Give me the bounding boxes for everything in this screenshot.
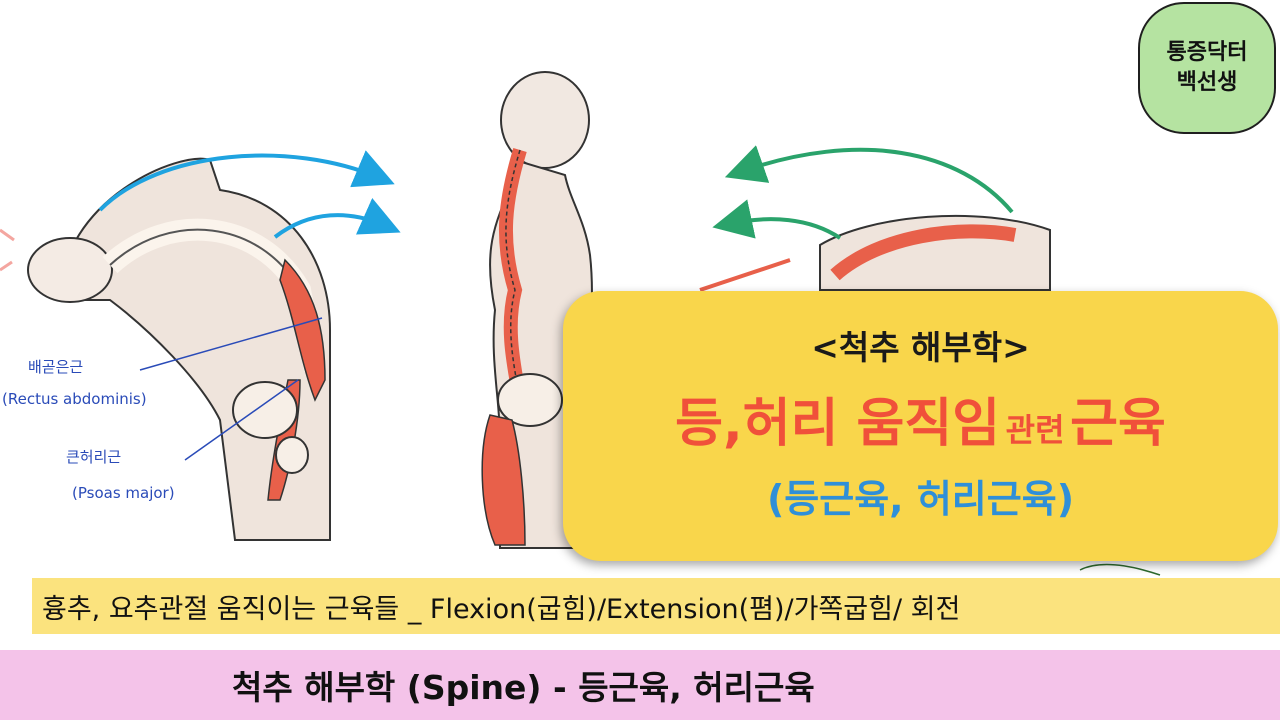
headline-main: 등,허리 움직임 <box>675 394 1001 454</box>
flexion-figure <box>0 150 401 541</box>
card-headline: 등,허리 움직임 관련 근육 <box>675 381 1166 456</box>
extension-arrow-icon <box>712 199 842 240</box>
neutral-figure <box>481 71 593 549</box>
badge-line-2: 백선생 <box>1176 70 1238 95</box>
headline-small: 관련 <box>1005 411 1065 449</box>
psoas-label-ko: 큰허리근 <box>66 448 122 466</box>
badge-line-1: 통증닥터 <box>1166 40 1248 66</box>
extension-arrow-icon <box>724 145 1014 214</box>
rectus-label-ko: 배곧은근 <box>28 358 84 376</box>
card-title: <척추 해부학> <box>811 328 1030 367</box>
psoas-label-en: (Psoas major) <box>72 484 175 502</box>
channel-badge: 통증닥터 백선생 <box>1138 2 1276 134</box>
card-subtitle: (등근육, 허리근육) <box>766 477 1075 521</box>
flexion-arrow-icon <box>98 150 395 212</box>
caption-text: 흉추, 요추관절 움직이는 근육들 _ Flexion(굽힘)/Extensio… <box>42 593 961 625</box>
caption-banner: 흉추, 요추관절 움직이는 근육들 _ Flexion(굽힘)/Extensio… <box>32 578 1280 634</box>
rectus-label-en: (Rectus abdominis) <box>2 390 147 408</box>
footer-text: 척추 해부학 (Spine) - 등근육, 허리근육 <box>232 668 815 707</box>
footer-banner: 척추 해부학 (Spine) - 등근육, 허리근육 <box>0 650 1280 720</box>
flexion-arrow-icon <box>273 197 401 239</box>
title-card: <척추 해부학> 등,허리 움직임 관련 근육 (등근육, 허리근육) <box>563 291 1278 561</box>
extension-figure <box>699 145 1161 576</box>
headline-end: 근육 <box>1070 394 1166 454</box>
